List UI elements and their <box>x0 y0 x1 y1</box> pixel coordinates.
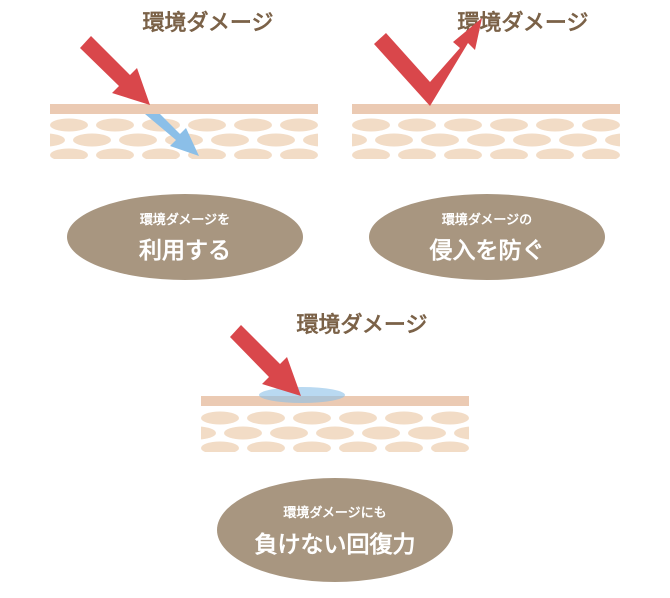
pill-small-label: 環境ダメージを <box>140 212 230 228</box>
skin-cell <box>316 426 354 440</box>
skin-cell <box>477 412 515 425</box>
skin-cell <box>50 148 88 159</box>
skin-cell <box>559 133 597 147</box>
skin-cell <box>4 149 42 162</box>
skin-cell <box>155 442 193 455</box>
skin-cell <box>362 426 400 440</box>
skin-cell <box>444 118 482 132</box>
skin-cell <box>73 133 111 147</box>
skin-cell <box>352 118 390 132</box>
panel-title: 環境ダメージ <box>143 10 274 36</box>
panel-use-damage: 環境ダメージ 環境ダメージを 利用する <box>4 10 318 280</box>
skin-cell <box>50 118 88 132</box>
skin-cell <box>477 442 515 455</box>
skin-cell <box>454 426 469 440</box>
skin-cell <box>155 412 193 425</box>
skin-cell <box>421 133 459 147</box>
pill-big-label: 負けない回復力 <box>255 531 416 558</box>
skin-cell <box>605 133 620 147</box>
skin-cell <box>628 119 666 132</box>
skin-cell <box>4 119 42 132</box>
skin-cell <box>352 133 367 147</box>
skin-cell <box>490 148 528 159</box>
skin-cell <box>280 148 318 159</box>
skin-cell <box>234 118 272 132</box>
skin-cell <box>651 134 670 147</box>
skin-cell <box>211 133 249 147</box>
skin-cell <box>582 118 620 132</box>
pill-small-label: 環境ダメージにも <box>283 505 386 521</box>
skin-cell <box>234 148 272 159</box>
pill-small-label: 環境ダメージの <box>442 212 532 228</box>
skin-cell <box>431 441 469 452</box>
skin-cell <box>500 427 538 440</box>
skin-cell <box>398 148 436 159</box>
blue-arrow-icon <box>145 114 199 156</box>
skin-cell <box>467 133 505 147</box>
pill-big-label: 利用する <box>139 238 231 264</box>
reflect-arrow-icon <box>374 18 482 106</box>
skin-cell <box>536 118 574 132</box>
skin-cells <box>155 411 538 455</box>
skin-cell <box>270 426 308 440</box>
pill-recovery <box>217 478 453 582</box>
skin-cell <box>582 148 620 159</box>
skin-cells <box>4 118 318 162</box>
skin-cell <box>247 411 285 425</box>
skin-cell <box>490 118 528 132</box>
skin-cell <box>224 426 262 440</box>
skin-cell <box>50 133 65 147</box>
skin-cell <box>247 441 285 452</box>
skin-cell <box>385 411 423 425</box>
recovery-shield <box>259 387 345 403</box>
skin-cell <box>375 133 413 147</box>
skin-cell <box>303 133 318 147</box>
pill-use-damage <box>67 194 303 280</box>
skin-cell <box>628 149 666 162</box>
skin-cell <box>188 148 226 159</box>
pill-big-label: 侵入を防ぐ <box>429 237 545 264</box>
skin-cell <box>431 411 469 425</box>
skin-cell <box>352 148 390 159</box>
skin-cell <box>444 148 482 159</box>
skin-cell <box>201 426 216 440</box>
panel-prevent-intrusion: 環境ダメージ 環境ダメージの 侵入を防ぐ <box>352 10 670 280</box>
skin-cells <box>352 118 670 162</box>
panel-title: 環境ダメージ <box>297 312 428 338</box>
skin-cell <box>293 411 331 425</box>
panel-recovery: 環境ダメージ 環境ダメージにも 負けない回復力 <box>155 312 538 582</box>
skin-cell <box>536 148 574 159</box>
skin-cell <box>201 411 239 425</box>
skin-cell <box>96 118 134 132</box>
red-arrow-icon <box>80 36 150 105</box>
pill-prevent-intrusion <box>369 194 605 280</box>
skin-cell <box>339 411 377 425</box>
skin-cell <box>513 133 551 147</box>
skin-cell <box>339 441 377 452</box>
skin-cell <box>119 133 157 147</box>
skin-cell <box>96 148 134 159</box>
skin-cell <box>188 118 226 132</box>
skin-cell <box>201 441 239 452</box>
skin-surface-layer <box>352 104 620 114</box>
skin-cell <box>408 426 446 440</box>
skin-cell <box>385 441 423 452</box>
skin-cell <box>142 148 180 159</box>
skin-surface-layer <box>50 104 318 114</box>
skin-cell <box>280 118 318 132</box>
red-arrow-icon <box>230 325 301 396</box>
skin-surface-layer <box>201 396 469 406</box>
skin-cell <box>257 133 295 147</box>
skin-cell <box>293 441 331 452</box>
skin-cell <box>398 118 436 132</box>
